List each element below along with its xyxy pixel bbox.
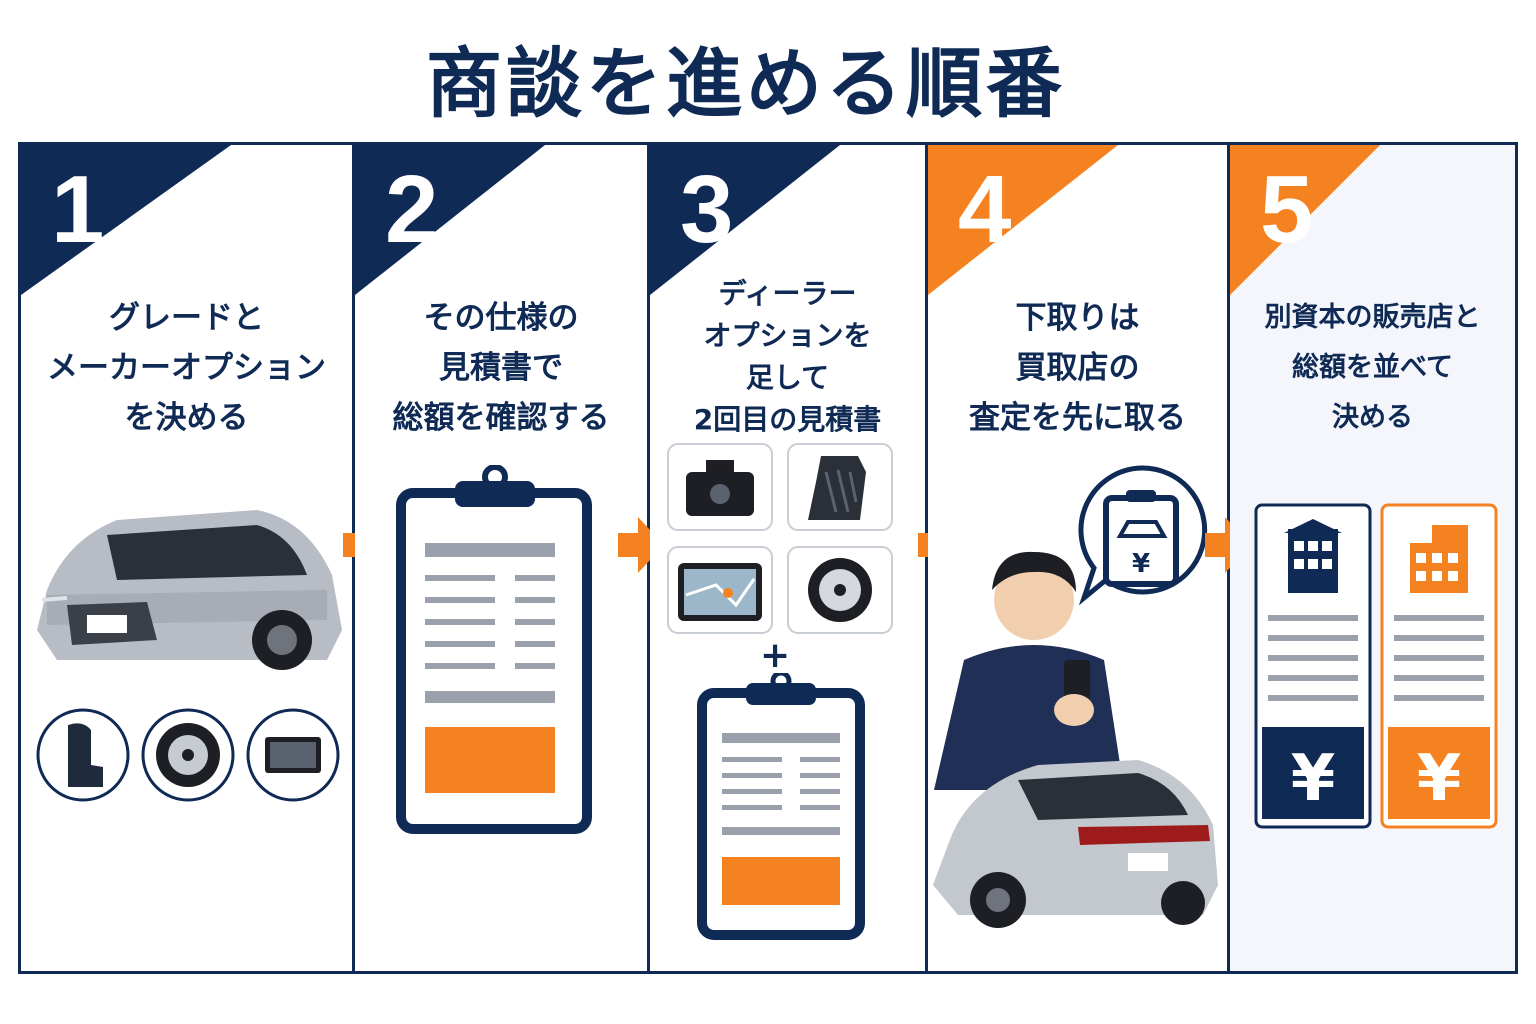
step-5-line: 総額を並べて xyxy=(1292,352,1453,383)
step-1-line: グレードと xyxy=(109,300,264,336)
step-3-line: 足して xyxy=(745,361,830,394)
yen-icon: ¥ xyxy=(1132,549,1150,579)
step-4-line: 買取店の xyxy=(1015,350,1140,386)
step-5-panel: 5 別資本の販売店と 総額を並べて 決める ¥ xyxy=(1230,145,1515,971)
floor-mat-icon xyxy=(787,443,893,531)
step-5-text: 別資本の販売店と 総額を並べて 決める xyxy=(1230,293,1515,443)
step-5-line: 別資本の販売店と xyxy=(1264,302,1481,333)
clipboard-estimate-icon xyxy=(697,673,865,940)
step-4-text: 下取りは 買取店の 査定を先に取る xyxy=(928,293,1227,443)
yen-icon: ¥ xyxy=(1290,742,1336,816)
step-2-text: その仕様の 見積書で 総額を確認する xyxy=(355,293,647,443)
yen-icon: ¥ xyxy=(1416,742,1462,816)
monitor-icon xyxy=(246,708,340,802)
step-3-number: 3 xyxy=(680,156,734,263)
step-4-line: 下取りは xyxy=(1015,300,1140,336)
seat-icon xyxy=(36,708,130,802)
person-phone-icon xyxy=(934,551,1124,790)
dashcam-icon xyxy=(667,443,773,531)
step-5-badge xyxy=(1230,145,1380,295)
step-1-badge xyxy=(21,145,231,295)
wheel-icon xyxy=(787,546,893,634)
step-2-line: 総額を確認する xyxy=(392,400,610,436)
step-1-panel: 1 グレードと メーカーオプション を決める xyxy=(21,145,355,971)
step-2-line: その仕様の xyxy=(423,300,579,336)
step-3-text: ディーラー オプションを 足して 2回目の見積書 xyxy=(650,273,925,441)
navigation-icon xyxy=(667,546,773,634)
step-3-line: ディーラー xyxy=(718,277,857,310)
appraisal-bubble-icon: ¥ xyxy=(1078,465,1208,606)
step-4-number: 4 xyxy=(958,156,1012,263)
step-3-panel: 3 ディーラー オプションを 足して 2回目の見積書 + xyxy=(650,145,928,971)
steps-frame xyxy=(18,142,1518,974)
next-arrow-icon xyxy=(1205,517,1251,573)
step-3-line: オプションを xyxy=(703,319,872,352)
step-2-number: 2 xyxy=(385,156,439,263)
step-2-line: 見積書で xyxy=(439,350,563,386)
dealer-a-building-icon xyxy=(1254,503,1372,829)
step-5-number: 5 xyxy=(1260,156,1314,263)
step-1-line: メーカーオプション xyxy=(47,350,326,386)
car-front-icon xyxy=(37,510,342,670)
dealer-b-building-icon xyxy=(1380,503,1498,829)
step-5-line: 決める xyxy=(1332,402,1413,433)
step-3-line: 2回目の見積書 xyxy=(693,403,882,436)
step-3-badge xyxy=(650,145,840,295)
wheel-icon xyxy=(141,708,235,802)
plus-icon: + xyxy=(760,635,791,676)
step-4-panel: 4 下取りは 買取店の 査定を先に取る ¥ xyxy=(928,145,1230,971)
step-1-line: を決める xyxy=(124,400,249,436)
step-4-badge xyxy=(928,145,1118,295)
next-arrow-icon xyxy=(618,517,664,573)
step-2-badge xyxy=(355,145,545,295)
step-1-number: 1 xyxy=(51,156,105,263)
step-2-panel: 2 その仕様の 見積書で 総額を確認する xyxy=(355,145,650,971)
suv-icon xyxy=(933,760,1218,928)
step-4-line: 査定を先に取る xyxy=(969,400,1186,436)
page-title: 商談を進める順番 xyxy=(426,39,1066,128)
clipboard-estimate-icon xyxy=(396,465,592,834)
step-1-text: グレードと メーカーオプション を決める xyxy=(21,293,352,443)
